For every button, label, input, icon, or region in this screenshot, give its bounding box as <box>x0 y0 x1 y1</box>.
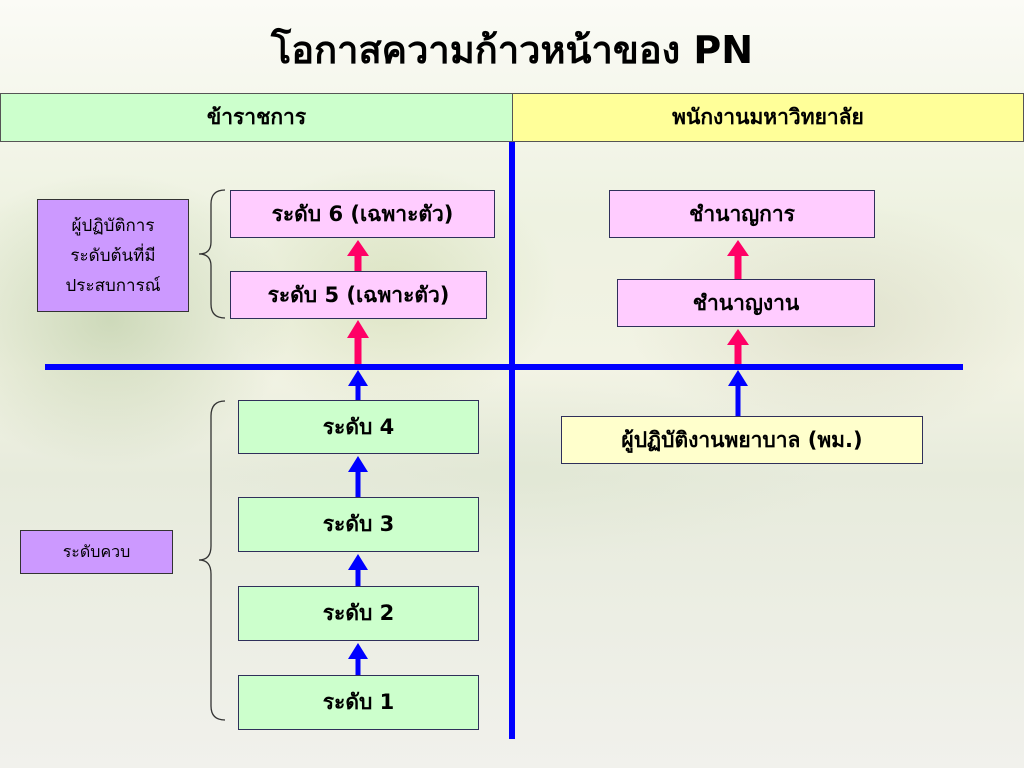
arrow-head <box>728 370 748 386</box>
group-label-line: ระดับต้นที่มี <box>70 245 156 266</box>
brace-lower <box>198 400 226 721</box>
level-1-box: ระดับ 1 <box>238 675 479 730</box>
group-label-experienced: ผู้ปฏิบัติการ ระดับต้นที่มี ประสบการณ์ <box>37 199 189 312</box>
group-label-line: ผู้ปฏิบัติการ <box>71 215 155 236</box>
level-3-box: ระดับ 3 <box>238 497 479 552</box>
arrow-level1-to-level2 <box>348 643 368 675</box>
arrow-head <box>348 370 368 386</box>
arrow-chamnanngan-to-chamnankan <box>727 240 749 279</box>
arrow-line-to-chamnanngan <box>727 329 749 364</box>
chamnankan-box: ชำนาญการ <box>609 190 875 238</box>
header-civil-servant: ข้าราชการ <box>0 93 513 142</box>
arrow-level4-to-line <box>348 370 368 400</box>
level-6-box: ระดับ 6 (เฉพาะตัว) <box>230 190 495 238</box>
level-2-box: ระดับ 2 <box>238 586 479 641</box>
arrow-head <box>348 456 368 472</box>
arrow-pm-to-line <box>728 370 748 416</box>
arrow-head <box>347 320 369 338</box>
arrow-line-to-level5 <box>347 320 369 364</box>
arrow-head <box>727 329 749 345</box>
brace-upper <box>198 189 226 319</box>
group-label-combined: ระดับควบ <box>20 530 173 574</box>
slide-title: โอกาสความก้าวหน้าของ PN <box>270 28 754 72</box>
arrow-level5-to-level6 <box>347 240 369 271</box>
arrow-head <box>348 643 368 659</box>
group-label-line: ประสบการณ์ <box>65 275 161 296</box>
arrow-head <box>348 554 368 570</box>
arrow-level2-to-level3 <box>348 554 368 586</box>
chamnanngan-box: ชำนาญงาน <box>617 279 875 327</box>
header-university-staff: พนักงานมหาวิทยาลัย <box>512 93 1024 142</box>
level-5-box: ระดับ 5 (เฉพาะตัว) <box>230 271 487 319</box>
arrow-head <box>347 240 369 256</box>
level-4-box: ระดับ 4 <box>238 400 479 454</box>
arrow-level3-to-level4 <box>348 456 368 497</box>
nursing-practitioner-box: ผู้ปฏิบัติงานพยาบาล (พม.) <box>561 416 923 464</box>
arrow-head <box>727 240 749 256</box>
